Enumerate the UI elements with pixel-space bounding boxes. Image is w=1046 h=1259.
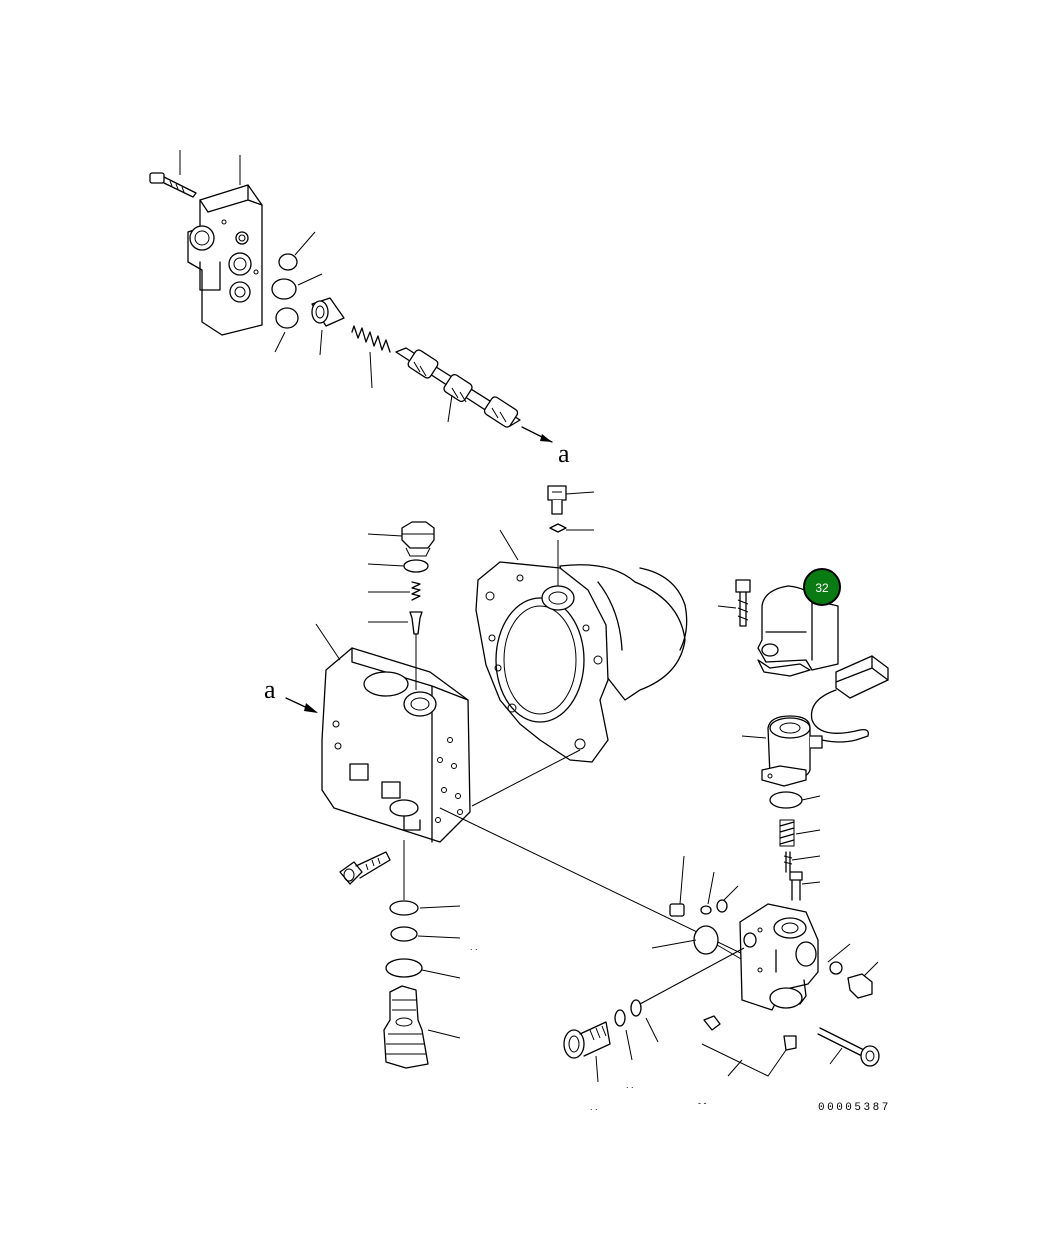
plug-small-4 [783, 1035, 797, 1051]
faint-mark-2: . . [626, 1080, 634, 1090]
o-ring-housing [693, 925, 719, 955]
plug-top-centre [547, 485, 567, 533]
screw-solenoid [735, 579, 751, 627]
electrical-connector [810, 655, 889, 743]
valve-housing-lower [739, 903, 819, 1011]
plug-small-3 [703, 1015, 721, 1031]
pin-solenoid [783, 851, 793, 873]
upper-valve-assembly [149, 150, 553, 443]
o-ring-lower-2 [390, 926, 418, 942]
motor-case [475, 540, 688, 763]
o-ring-3 [275, 307, 299, 329]
long-bolt [817, 1027, 880, 1067]
callout-32-label: 32 [815, 581, 829, 595]
view-mark-left: a [264, 675, 276, 704]
o-ring-solenoid [769, 791, 803, 809]
faint-mark-4: - - [698, 1098, 707, 1108]
washer-small-1 [700, 905, 712, 915]
callout-32[interactable]: 32 [803, 568, 841, 606]
solenoid-coil [761, 715, 823, 787]
o-ring-1 [278, 253, 298, 271]
sleeve [311, 297, 345, 327]
bolt-solenoid [789, 871, 803, 901]
spool [395, 347, 521, 428]
o-ring-lower-3 [385, 958, 423, 978]
valve-block [321, 647, 471, 843]
plug-small-2 [847, 973, 873, 999]
valve-body-top [187, 184, 263, 336]
bolt-top-left [149, 172, 197, 198]
spring-solenoid [779, 819, 795, 847]
callout-32-circle[interactable] [803, 568, 841, 606]
bolt-lower-left [339, 851, 391, 885]
cartridge-valve [383, 985, 429, 1069]
faint-mark-3: . . [590, 1102, 598, 1112]
washer-small-3 [829, 961, 843, 975]
o-ring-2 [271, 278, 297, 300]
washer-banjo-1 [614, 1009, 626, 1027]
o-ring-lower-1 [389, 900, 419, 916]
view-mark-upper: a [558, 439, 570, 468]
banjo-bolt [563, 1021, 611, 1059]
plug-above-block [401, 521, 435, 690]
drawing-number: 00005387 [818, 1102, 891, 1114]
washer-small-2 [716, 899, 728, 913]
washer-banjo-2 [630, 999, 642, 1017]
spring-upper [351, 325, 391, 353]
faint-mark-1: . . [470, 942, 478, 952]
solenoid-cover [757, 585, 839, 677]
plug-small-1 [669, 903, 685, 917]
